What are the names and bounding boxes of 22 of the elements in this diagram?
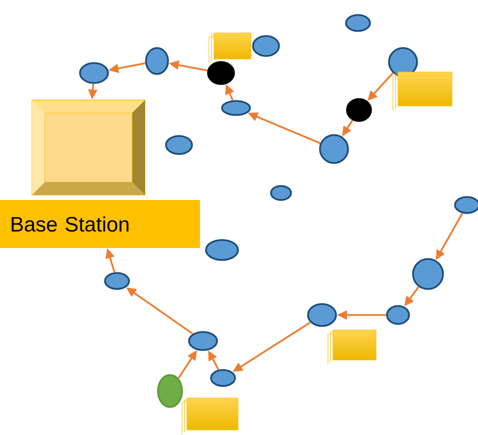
sensor-node [307,303,337,327]
sensor-node [346,98,372,122]
sensor-node [188,331,218,351]
sensor-node [207,61,235,85]
sensor-node [386,305,410,325]
sensor-node [104,272,130,290]
sensor-node [79,62,109,84]
sensor-node [205,239,239,261]
sensor-node [412,258,444,290]
sensor-node [157,374,183,408]
sensor-node [319,134,349,164]
label-box: Base Station [0,200,200,248]
sensor-node [165,135,193,155]
sensor-node [270,185,292,201]
sensor-node [145,47,169,75]
sensor-node [221,100,251,116]
sensor-node [252,35,280,57]
base-station-box [32,100,146,196]
sensor-node [210,369,236,387]
sensor-node [454,196,478,214]
sensor-node [388,47,418,77]
sensor-node [345,14,371,32]
